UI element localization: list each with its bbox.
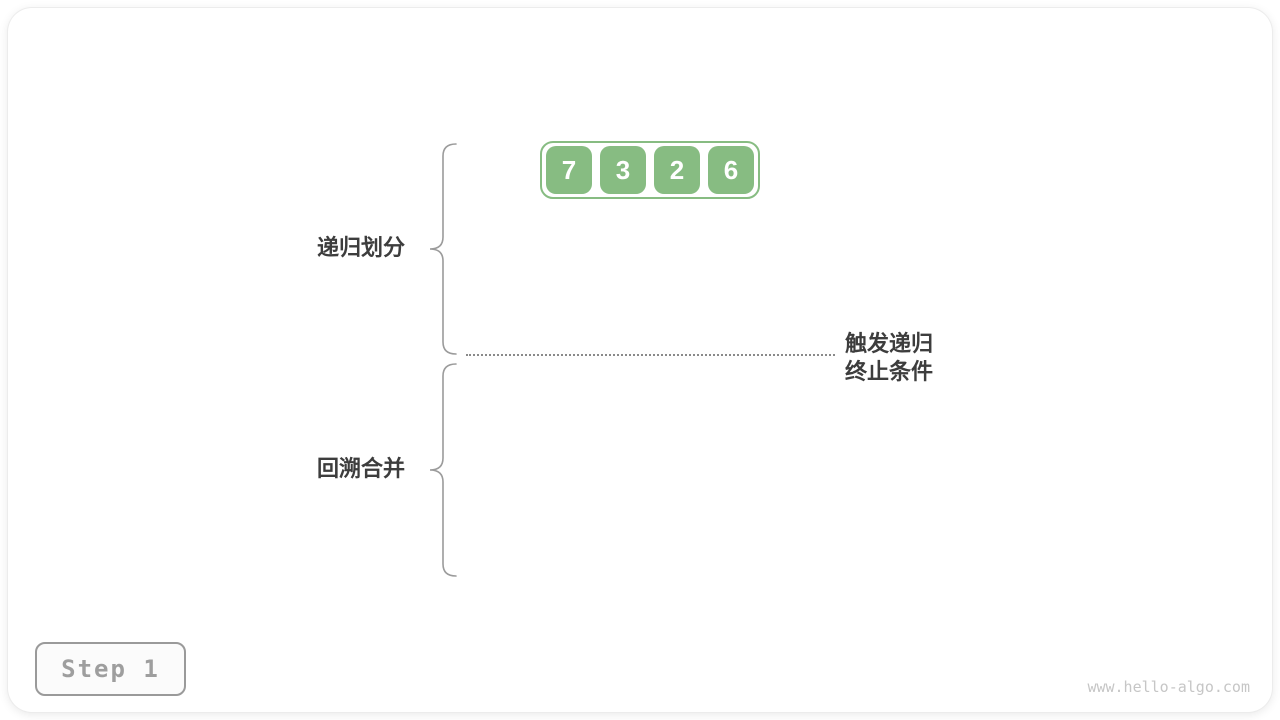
divide-phase-label: 递归划分 — [316, 235, 405, 260]
array-container: 7 3 2 6 — [540, 141, 760, 199]
array-cell: 2 — [654, 146, 700, 194]
divider-annotation: 触发递归 终止条件 — [845, 330, 933, 386]
recursion-terminate-divider — [466, 354, 835, 356]
merge-phase-label: 回溯合并 — [316, 456, 405, 481]
array-cell: 3 — [600, 146, 646, 194]
step-badge: Step 1 — [35, 642, 186, 696]
divider-annotation-line2: 终止条件 — [845, 359, 934, 384]
figure-card — [8, 8, 1272, 712]
divide-brace-icon — [428, 143, 458, 355]
divider-annotation-line1: 触发递归 — [845, 331, 934, 356]
array-cell: 6 — [708, 146, 754, 194]
array-cell: 7 — [546, 146, 592, 194]
watermark: www.hello-algo.com — [1087, 678, 1250, 696]
merge-brace-icon — [428, 363, 458, 577]
